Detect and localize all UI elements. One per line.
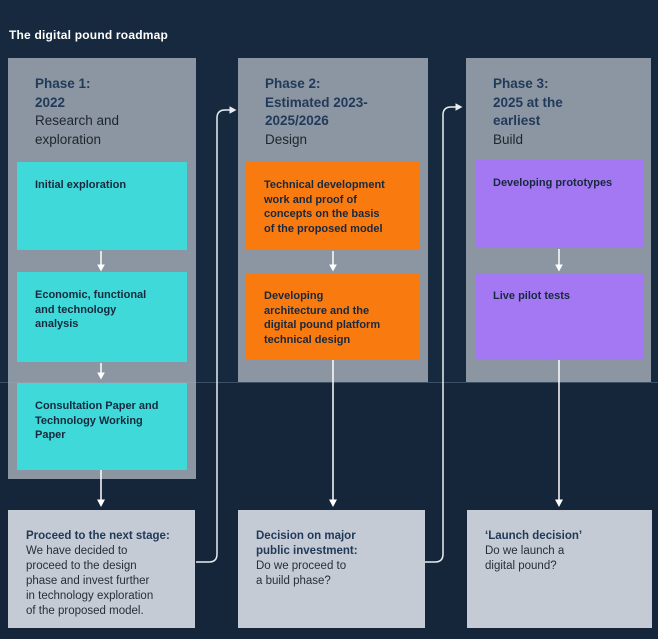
phase3-title: Phase 3: 2025 at the earliest xyxy=(493,76,563,128)
phase1-step-consultation-paper: Consultation Paper and Technology Workin… xyxy=(17,383,187,470)
phase1-step-economic-analysis: Economic, functional and technology anal… xyxy=(17,272,187,362)
decision-box-launch-decision: ‘Launch decision’ Do we launch a digital… xyxy=(467,510,652,628)
phase2-header: Phase 2: Estimated 2023- 2025/2026 Desig… xyxy=(265,75,420,149)
phase2-step-developing-architecture: Developing architecture and the digital … xyxy=(246,273,420,360)
phase2-title: Phase 2: Estimated 2023- 2025/2026 xyxy=(265,76,368,128)
decision2-body: Do we proceed to a build phase? xyxy=(256,560,347,587)
phase3-subtitle: Build xyxy=(493,131,524,147)
phase3-header: Phase 3: 2025 at the earliest Build xyxy=(493,75,643,149)
decision-box-proceed-next-stage: Proceed to the next stage: We have decid… xyxy=(8,510,195,628)
background-seam-line xyxy=(0,382,658,383)
decision2-lead: Decision on major public investment: xyxy=(256,530,358,557)
page-title: The digital pound roadmap xyxy=(9,28,168,42)
phase1-subtitle: Research and exploration xyxy=(35,113,120,147)
decision1-lead: Proceed to the next stage: xyxy=(26,530,170,542)
phase1-step-initial-exploration: Initial exploration xyxy=(17,162,187,250)
decision3-lead: ‘Launch decision’ xyxy=(485,530,583,542)
phase2-subtitle: Design xyxy=(265,131,308,147)
phase3-step-live-pilot-tests: Live pilot tests xyxy=(475,273,643,360)
phase2-step-technical-development: Technical development work and proof of … xyxy=(246,162,420,250)
decision-box-public-investment: Decision on major public investment: Do … xyxy=(238,510,425,628)
phase1-title: Phase 1: 2022 xyxy=(35,76,91,110)
phase3-step-developing-prototypes: Developing prototypes xyxy=(475,160,643,248)
decision3-body: Do we launch a digital pound? xyxy=(485,545,565,572)
phase1-header: Phase 1: 2022 Research and exploration xyxy=(35,75,188,149)
decision1-body: We have decided to proceed to the design… xyxy=(26,545,154,617)
